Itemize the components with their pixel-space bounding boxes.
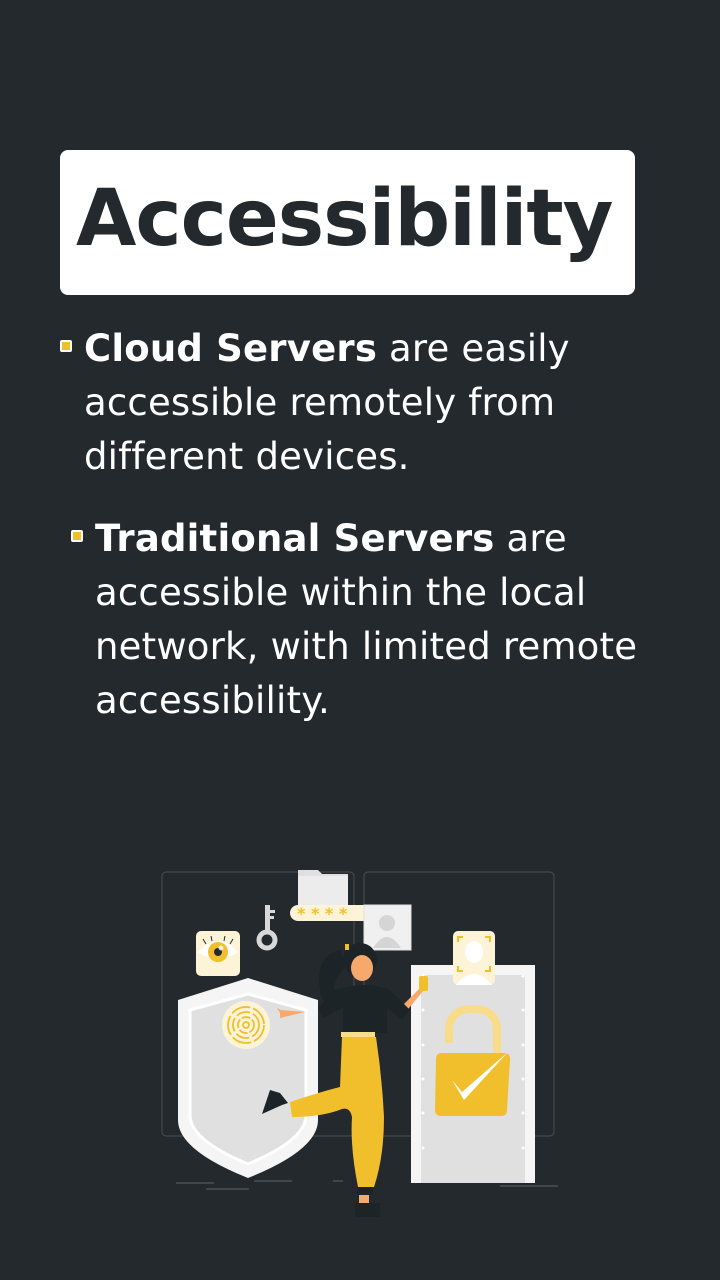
title-box: Accessibility [60, 150, 635, 295]
padlock-check-icon [435, 1004, 510, 1116]
bullet-traditional-servers: Traditional Servers are accessible withi… [95, 512, 655, 728]
bullet-text: are accessible within the local network,… [95, 517, 638, 722]
folder-icon [298, 870, 348, 906]
security-illustration: * * * * [161, 870, 558, 1217]
fingerprint-icon [222, 1001, 270, 1049]
shield-icon [178, 978, 318, 1178]
bullet-bold-term: Traditional Servers [95, 517, 495, 560]
password-field: * * * * [290, 904, 384, 923]
bullet-marker-icon [60, 340, 72, 352]
key-icon [256, 905, 278, 951]
profile-photo-icon [363, 904, 412, 951]
bullet-text: are easily accessible remotely from diff… [84, 327, 570, 478]
bullet-marker-icon [71, 530, 83, 542]
face-id-icon [453, 931, 495, 985]
bullet-cloud-servers: Cloud Servers are easily accessible remo… [84, 322, 644, 484]
slide-title: Accessibility [76, 173, 614, 264]
eye-scan-icon [196, 931, 240, 976]
svg-text:* * * *: * * * * [297, 904, 348, 923]
ground-lines [176, 1180, 558, 1190]
bullet-bold-term: Cloud Servers [84, 327, 378, 370]
woman-figure [262, 943, 428, 1217]
